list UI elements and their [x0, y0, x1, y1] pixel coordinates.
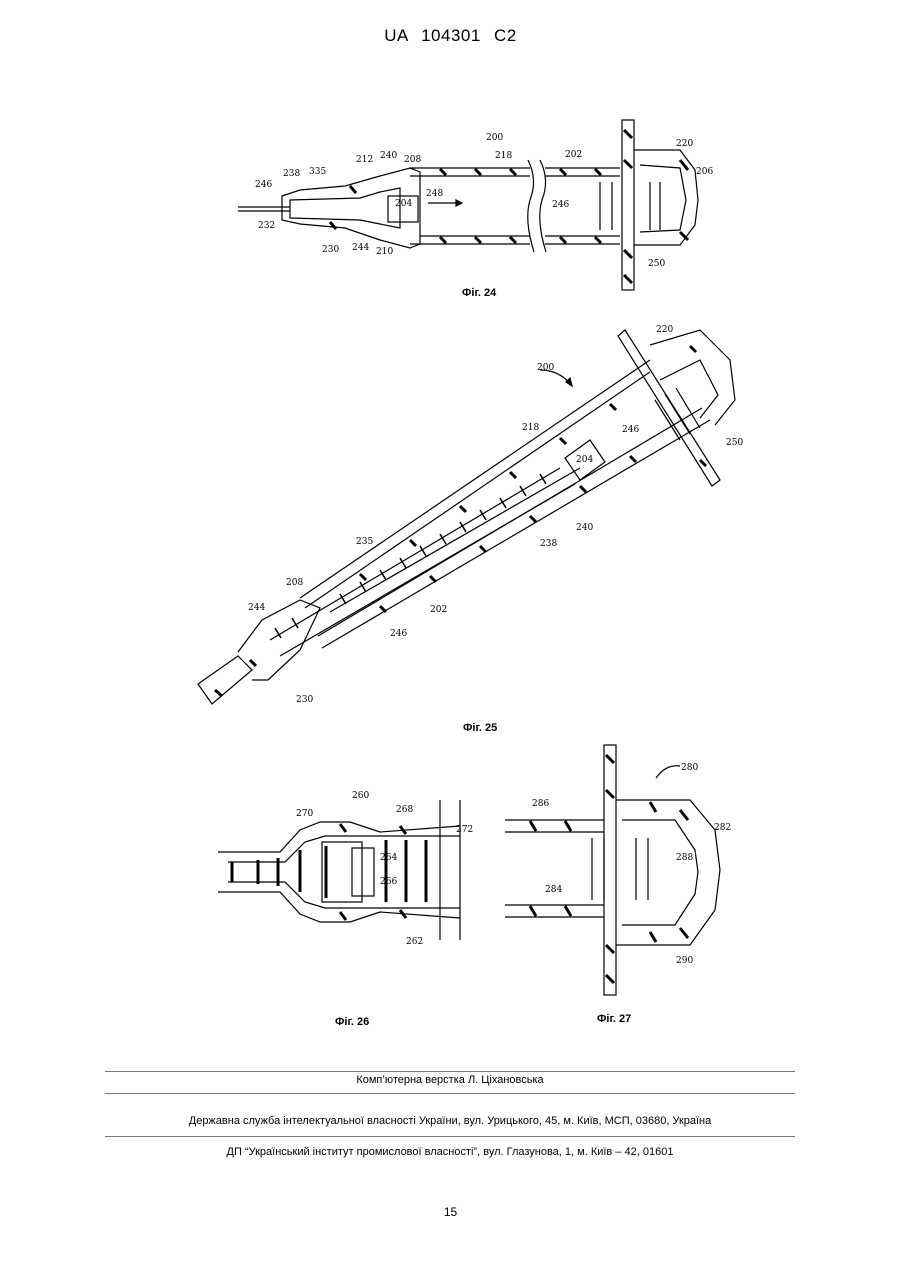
ref-label: 272 [456, 825, 473, 835]
figure-27-reference-numerals: 280 286 282 288 284 290 [532, 763, 731, 966]
ref-label: 262 [406, 937, 423, 947]
ref-label: 288 [676, 853, 693, 863]
footer-divider [105, 1093, 795, 1094]
ref-label: 260 [352, 791, 369, 801]
agency-address: Державна служба інтелектуальної власност… [105, 1115, 795, 1127]
ref-label: 270 [296, 809, 313, 819]
layout-credit: Комп’ютерна верстка Л. Ціхановська [105, 1074, 795, 1086]
footer-divider [105, 1136, 795, 1137]
figure-26-caption: Фіг. 26 [335, 1016, 369, 1028]
figure-27-caption: Фіг. 27 [597, 1013, 631, 1025]
ref-label: 264 [380, 853, 397, 863]
ref-label: 282 [714, 823, 731, 833]
ref-label: 266 [380, 877, 397, 887]
page-number: 15 [0, 1205, 901, 1219]
footer-divider [105, 1071, 795, 1072]
ref-label: 268 [396, 805, 413, 815]
institute-address: ДП “Український інститут промислової вла… [105, 1146, 795, 1158]
ref-label: 284 [545, 885, 562, 895]
ref-label: 286 [532, 799, 549, 809]
figures-26-27-drawing: 260 270 268 272 264 266 262 280 286 282 … [0, 0, 901, 1030]
ref-label: 290 [676, 956, 693, 966]
ref-label: 280 [681, 763, 698, 773]
